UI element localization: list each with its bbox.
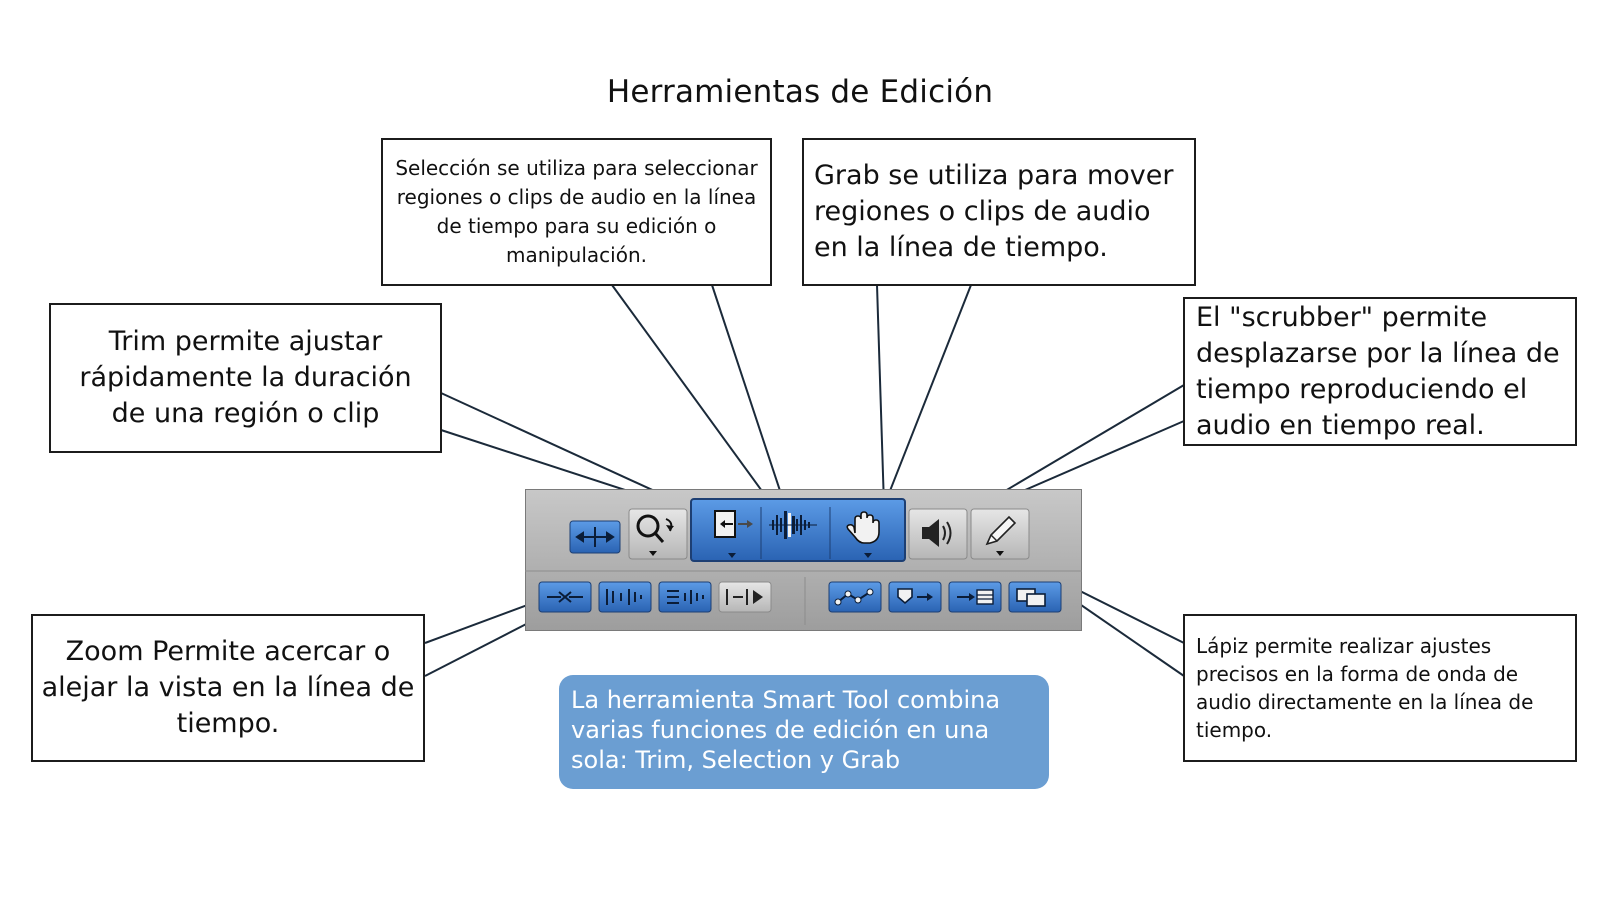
magnifier-icon [636,514,674,543]
slip-mode-icon[interactable] [598,581,652,613]
mirror-midi-editing-icon[interactable] [1008,581,1062,613]
link-timeline-selection-icon[interactable] [828,581,882,613]
selector-tool-button[interactable] [769,511,817,539]
pencil-tool-button[interactable] [970,508,1030,560]
callout-scrubber-text: El "scrubber" permite desplazarse por la… [1196,301,1560,441]
shuffle-mode-icon[interactable] [538,581,592,613]
tab-to-transient-icon[interactable] [888,581,942,613]
callout-grab-text: Grab se utiliza para mover regiones o cl… [814,160,1174,263]
callout-scrubber: El "scrubber" permite desplazarse por la… [1183,297,1577,446]
callout-seleccion: Selección se utiliza para seleccionar re… [381,138,772,286]
callout-zoom-text: Zoom Permite acercar o alejar la vista e… [41,636,415,739]
edit-tools-toolbar [525,489,1082,631]
zoom-tool-button[interactable] [628,508,688,560]
scrubber-tool-button[interactable] [908,508,968,560]
speaker-icon [922,519,952,547]
trim-bracket-icon [714,510,753,538]
callout-seleccion-text: Selección se utiliza para seleccionar re… [395,156,758,267]
grid-mode-icon[interactable] [718,581,772,613]
spot-mode-icon[interactable] [658,581,712,613]
insertion-follows-playback-icon[interactable] [948,581,1002,613]
callout-lapiz: Lápiz permite realizar ajustes precisos … [1183,614,1577,762]
zoom-mode-button[interactable] [569,520,621,554]
waveform-icon [769,511,817,539]
leader-grab-1 [876,284,885,507]
callout-zoom: Zoom Permite acercar o alejar la vista e… [31,614,425,762]
page-title: Herramientas de Edición [606,74,994,110]
leader-grab-2 [883,284,972,507]
horizontal-vertical-arrows-icon [575,527,615,547]
callout-grab: Grab se utiliza para mover regiones o cl… [802,138,1196,286]
pencil-icon [985,515,1017,546]
callout-trim: Trim permite ajustar rápidamente la dura… [49,303,442,453]
smart-tool-note: La herramienta Smart Tool combina varias… [559,675,1049,789]
trim-tool-button[interactable] [714,510,753,558]
callout-trim-text: Trim permite ajustar rápidamente la dura… [79,326,412,429]
callout-lapiz-text: Lápiz permite realizar ajustes precisos … [1196,634,1534,742]
grabber-tool-button[interactable] [846,511,880,558]
hand-icon [846,511,880,544]
